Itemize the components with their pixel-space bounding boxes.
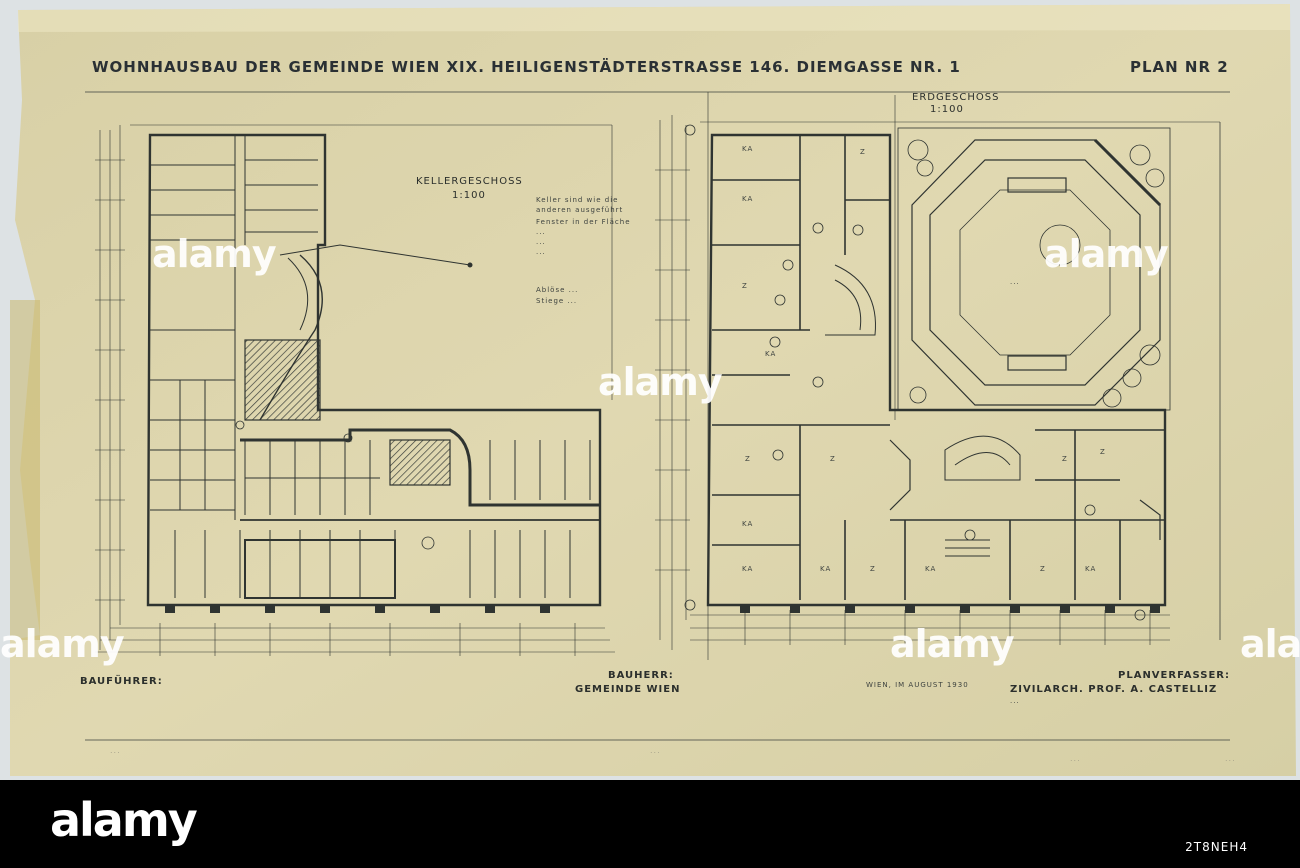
ground-plan-title: ERDGESCHOSS	[912, 92, 1000, 103]
ground-dimension-lines	[659, 92, 1220, 660]
cellar-note: ...	[536, 248, 546, 256]
planverfasser-name: ZIVILARCH. PROF. A. CASTELLIZ	[1010, 684, 1218, 695]
pencil-note: ...	[1225, 754, 1236, 763]
architectural-plan-sheet	[10, 4, 1296, 776]
sheet-title: WOHNHAUSBAU DER GEMEINDE WIEN XIX. HEILI…	[92, 58, 961, 76]
courtyard-trees	[907, 139, 1165, 408]
cellar-dimension-lines	[95, 124, 615, 653]
cellar-note: Fenster in der Fläche	[536, 218, 631, 226]
cellar-markers	[235, 420, 435, 550]
room-label: KA	[742, 565, 754, 573]
cellar-ticks	[95, 159, 576, 656]
room-label: KA	[1085, 565, 1097, 573]
ground-plan	[655, 92, 1220, 660]
cellar-mid-cells	[244, 440, 591, 515]
ground-stairs	[825, 264, 1021, 557]
ground-markers	[684, 124, 1146, 621]
room-label: KA	[925, 565, 937, 573]
watermark: alamy	[890, 622, 1015, 666]
room-label: Z	[1062, 455, 1068, 463]
cellar-hatched-core-2	[389, 439, 451, 486]
bauherr-label: BAUHERR:	[608, 670, 674, 681]
cellar-note: ...	[536, 228, 546, 236]
ground-plan-scale: 1:100	[930, 104, 964, 115]
cellar-plan-scale: 1:100	[452, 190, 486, 201]
room-label: Z	[1100, 448, 1106, 456]
room-label: KA	[742, 145, 754, 153]
cellar-bottom-cells	[174, 530, 571, 599]
plan-number: PLAN NR 2	[1130, 58, 1229, 76]
stock-image-id: 2T8NEH4	[1185, 840, 1248, 854]
cellar-leader	[279, 244, 471, 266]
bauherr-name: GEMEINDE WIEN	[575, 684, 681, 695]
ground-internal-walls	[712, 135, 1165, 600]
paper-edge-left	[10, 300, 40, 640]
pencil-note: ...	[650, 746, 661, 755]
room-label: Z	[742, 282, 748, 290]
room-label: Z	[870, 565, 876, 573]
cellar-stair	[259, 254, 323, 421]
cellar-note: ...	[536, 238, 546, 246]
room-label: Z	[745, 455, 751, 463]
pencil-note: ...	[1070, 754, 1081, 763]
room-label: KA	[742, 520, 754, 528]
cellar-note: Stiege ...	[536, 297, 578, 305]
ground-bay-2	[1139, 499, 1161, 540]
watermark: alamy	[598, 360, 723, 404]
ground-ticks	[655, 169, 1151, 645]
ground-bay-1	[889, 439, 911, 511]
sheet-frame	[85, 91, 1230, 741]
ground-piers	[740, 605, 1160, 613]
room-label: KA	[765, 350, 777, 358]
room-label: Z	[830, 455, 836, 463]
watermark: alamy	[152, 232, 277, 276]
cellar-hatched-core	[244, 339, 321, 421]
cellar-piers	[165, 605, 550, 613]
pencil-note: ...	[110, 746, 121, 755]
planverfasser-label: PLANVERFASSER:	[1118, 670, 1230, 681]
cellar-note: Keller sind wie die	[536, 196, 619, 204]
room-label: Z	[1040, 565, 1046, 573]
watermark: alamy	[1044, 232, 1169, 276]
planverfasser-sub: ...	[1010, 697, 1020, 705]
cellar-note: anderen ausgeführt	[536, 206, 624, 214]
room-label: Z	[860, 148, 866, 156]
alamy-logo: alamy	[50, 793, 198, 847]
room-label: KA	[742, 195, 754, 203]
watermark: alamy	[0, 622, 125, 666]
bauführer-label: BAUFÜHRER:	[80, 676, 163, 687]
cellar-plan	[95, 124, 615, 656]
courtyard-label: ...	[1010, 278, 1020, 286]
courtyard	[897, 127, 1171, 411]
scan-background: WOHNHAUSBAU DER GEMEINDE WIEN XIX. HEILI…	[0, 0, 1300, 780]
watermark: alamy	[1240, 622, 1300, 666]
cellar-plan-title: KELLERGESCHOSS	[416, 176, 523, 187]
date-line: WIEN, IM AUGUST 1930	[866, 681, 969, 689]
room-label: KA	[820, 565, 832, 573]
stock-footer	[0, 780, 1300, 868]
paper	[10, 4, 1296, 776]
cellar-corridor	[240, 428, 600, 507]
paper-edge-top	[18, 4, 1290, 32]
cellar-left-cells	[150, 135, 318, 520]
cellar-note: Ablöse ...	[536, 286, 579, 294]
